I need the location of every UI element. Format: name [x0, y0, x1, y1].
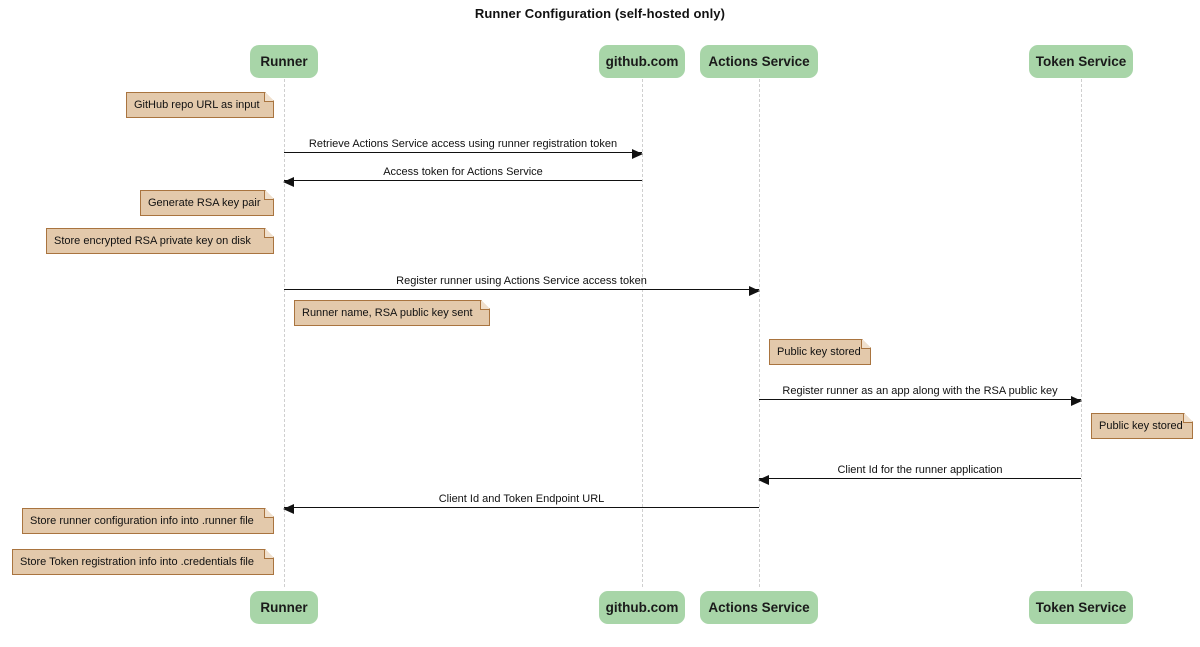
note-fold-corner-icon: [264, 550, 273, 559]
participant-label: Token Service: [1035, 600, 1127, 615]
message-line: [284, 180, 642, 181]
note-text: Store Token registration info into .cred…: [20, 556, 254, 568]
message-line: [284, 152, 642, 153]
participant-runner-top[interactable]: Runner: [250, 45, 318, 78]
participant-actions-bottom[interactable]: Actions Service: [700, 591, 818, 624]
message-label: Register runner as an app along with the…: [782, 385, 1058, 397]
note-text: Store runner configuration info into .ru…: [30, 515, 254, 527]
msg-register-app[interactable]: Register runner as an app along with the…: [759, 380, 1082, 406]
note-store-creds: Store Token registration info into .cred…: [12, 549, 274, 575]
message-label: Retrieve Actions Service access using ru…: [308, 138, 618, 150]
participant-github-bottom[interactable]: github.com: [599, 591, 685, 624]
msg-access-token[interactable]: Access token for Actions Service: [283, 161, 642, 187]
participant-token-bottom[interactable]: Token Service: [1029, 591, 1133, 624]
lifeline-runner: [284, 79, 285, 587]
participant-runner-bottom[interactable]: Runner: [250, 591, 318, 624]
msg-retrieve-access[interactable]: Retrieve Actions Service access using ru…: [284, 133, 643, 159]
note-pubkey-actions: Public key stored: [769, 339, 871, 365]
lifeline-token: [1081, 79, 1082, 587]
msg-client-id[interactable]: Client Id for the runner application: [758, 459, 1081, 485]
note-text: Public key stored: [777, 346, 861, 358]
note-text: Public key stored: [1099, 420, 1183, 432]
message-label: Register runner using Actions Service ac…: [396, 275, 647, 287]
arrowhead-icon: [749, 285, 760, 296]
participant-github-top[interactable]: github.com: [599, 45, 685, 78]
arrowhead-icon: [632, 148, 643, 159]
msg-client-id-endpoint[interactable]: Client Id and Token Endpoint URL: [283, 488, 759, 514]
note-fold-corner-icon: [480, 301, 489, 310]
participant-label: github.com: [605, 600, 679, 615]
note-fold-corner-icon: [861, 340, 870, 349]
participant-actions-top[interactable]: Actions Service: [700, 45, 818, 78]
participant-label: Actions Service: [708, 54, 810, 69]
message-line: [759, 478, 1081, 479]
note-text: GitHub repo URL as input: [134, 99, 260, 111]
note-generate-rsa: Generate RSA key pair: [140, 190, 274, 216]
lifeline-github: [642, 79, 643, 587]
note-text: Generate RSA key pair: [148, 197, 261, 209]
participant-label: github.com: [605, 54, 679, 69]
note-store-runner: Store runner configuration info into .ru…: [22, 508, 274, 534]
participant-label: Actions Service: [708, 600, 810, 615]
note-pubkey-token: Public key stored: [1091, 413, 1193, 439]
note-text: Runner name, RSA public key sent: [302, 307, 473, 319]
participant-label: Runner: [260, 54, 308, 69]
message-line: [284, 507, 759, 508]
arrowhead-icon: [1071, 395, 1082, 406]
message-line: [284, 289, 759, 290]
message-line: [759, 399, 1081, 400]
note-store-rsa: Store encrypted RSA private key on disk: [46, 228, 274, 254]
note-runner-name: Runner name, RSA public key sent: [294, 300, 490, 326]
message-label: Client Id for the runner application: [837, 464, 1003, 476]
note-fold-corner-icon: [264, 509, 273, 518]
arrowhead-icon: [758, 474, 769, 485]
note-fold-corner-icon: [264, 191, 273, 200]
participant-label: Token Service: [1035, 54, 1127, 69]
arrowhead-icon: [283, 503, 294, 514]
lifeline-actions: [759, 79, 760, 587]
note-fold-corner-icon: [264, 93, 273, 102]
participant-token-top[interactable]: Token Service: [1029, 45, 1133, 78]
message-label: Client Id and Token Endpoint URL: [438, 493, 605, 505]
arrowhead-icon: [283, 176, 294, 187]
page-title: Runner Configuration (self-hosted only): [474, 6, 726, 21]
message-label: Access token for Actions Service: [383, 166, 543, 178]
msg-register-runner[interactable]: Register runner using Actions Service ac…: [284, 270, 760, 296]
note-fold-corner-icon: [1183, 414, 1192, 423]
participant-label: Runner: [260, 600, 308, 615]
note-text: Store encrypted RSA private key on disk: [54, 235, 251, 247]
note-repo-url: GitHub repo URL as input: [126, 92, 274, 118]
note-fold-corner-icon: [264, 229, 273, 238]
